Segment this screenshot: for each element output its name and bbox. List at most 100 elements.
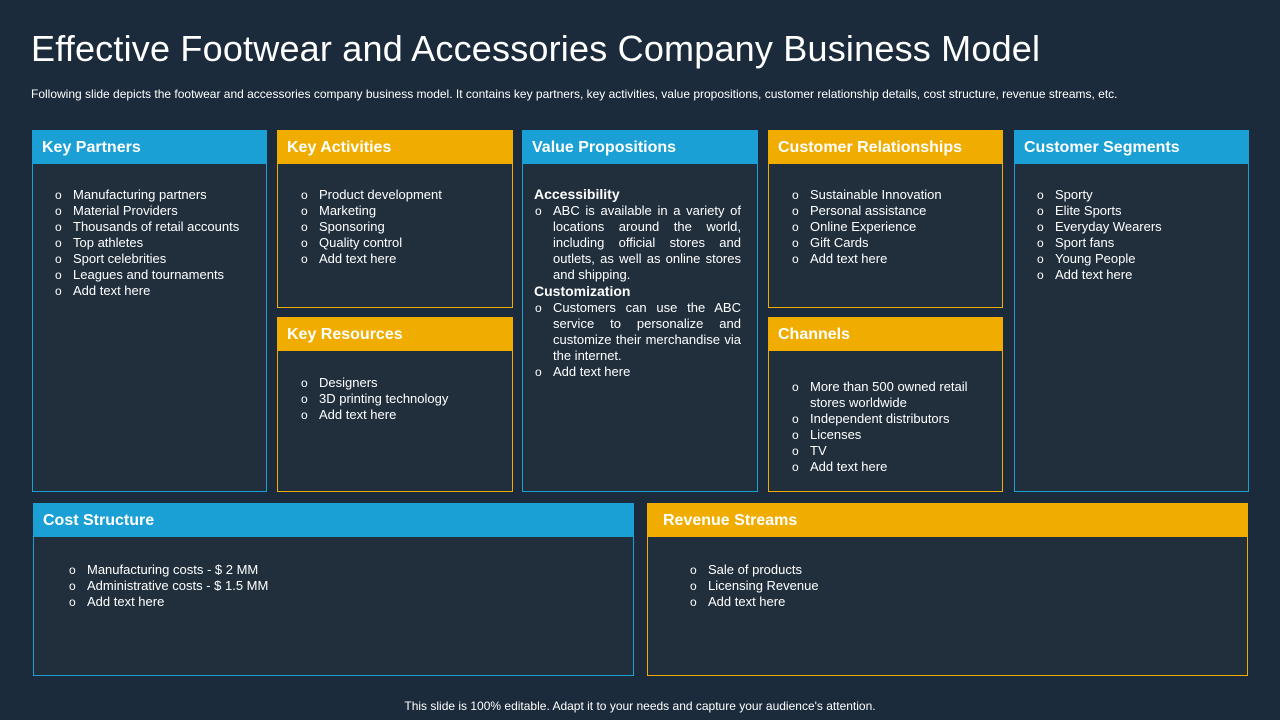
card-header: Customer Segments bbox=[1015, 131, 1248, 164]
list-item-text: Thousands of retail accounts bbox=[73, 219, 240, 234]
footer-note: This slide is 100% editable. Adapt it to… bbox=[404, 699, 876, 713]
list-item: o 3D printing technology bbox=[301, 391, 500, 407]
bullet-marker: o bbox=[690, 563, 697, 577]
page-title: Effective Footwear and Accessories Compa… bbox=[31, 28, 1041, 69]
card-header: Key Activities bbox=[278, 131, 512, 164]
bullet-marker: o bbox=[690, 579, 697, 593]
list-item-text: ABC is available in a variety of locatio… bbox=[553, 203, 741, 282]
list-item: o Sport celebrities bbox=[55, 251, 254, 267]
list-item-text: Sport celebrities bbox=[73, 251, 167, 266]
customization-list: o Customers can use the ABC service to pe… bbox=[535, 300, 741, 380]
list-item-text: Licensing Revenue bbox=[708, 578, 819, 593]
card-header: Channels bbox=[769, 318, 1002, 351]
list-item-text: More than 500 owned retail stores worldw… bbox=[810, 379, 968, 410]
list-item-text: Administrative costs - $ 1.5 MM bbox=[87, 578, 269, 593]
bullet-marker: o bbox=[1037, 188, 1044, 202]
list-item: o Sustainable Innovation bbox=[792, 187, 990, 203]
bullet-marker: o bbox=[792, 188, 799, 202]
page-subtitle: Following slide depicts the footwear and… bbox=[31, 87, 1118, 101]
bullet-marker: o bbox=[69, 579, 76, 593]
card-header: Customer Relationships bbox=[769, 131, 1002, 164]
bullet-marker: o bbox=[792, 428, 799, 442]
list-item-text: Sustainable Innovation bbox=[810, 187, 942, 202]
bullet-marker: o bbox=[55, 236, 62, 250]
bullet-marker: o bbox=[792, 220, 799, 234]
customization-heading: Customization bbox=[534, 283, 631, 299]
bullet-marker: o bbox=[55, 204, 62, 218]
card-header: Key Resources bbox=[278, 318, 512, 351]
list-item: o Elite Sports bbox=[1037, 203, 1236, 219]
list-item-text: Everyday Wearers bbox=[1055, 219, 1162, 234]
list-item: o Gift Cards bbox=[792, 235, 990, 251]
list-item-text: Independent distributors bbox=[810, 411, 950, 426]
list-item-text: Add text here bbox=[553, 364, 631, 379]
list-item-text: Product development bbox=[319, 187, 442, 202]
bullet-marker: o bbox=[55, 188, 62, 202]
bullet-marker: o bbox=[535, 204, 542, 218]
list-item-text: Customers can use the ABC service to per… bbox=[553, 300, 741, 363]
list-item-text: 3D printing technology bbox=[319, 391, 449, 406]
list-item: o Young People bbox=[1037, 251, 1236, 267]
list-item: o ABC is available in a variety of locati… bbox=[535, 203, 741, 283]
bullet-marker: o bbox=[792, 412, 799, 426]
list-item: o Online Experience bbox=[792, 219, 990, 235]
list-item-text: Add text here bbox=[319, 251, 397, 266]
bullet-marker: o bbox=[301, 376, 308, 390]
bullet-marker: o bbox=[792, 460, 799, 474]
list-item-text: Gift Cards bbox=[810, 235, 869, 250]
bullet-marker: o bbox=[55, 268, 62, 282]
list-item-text: Sporty bbox=[1055, 187, 1093, 202]
list-item-text: TV bbox=[810, 443, 827, 458]
bullet-marker: o bbox=[535, 365, 542, 379]
bullet-marker: o bbox=[69, 595, 76, 609]
accessibility-list: o ABC is available in a variety of locati… bbox=[535, 203, 741, 283]
list-item: o Independent distributors bbox=[792, 411, 972, 427]
list-item: o Add text here bbox=[535, 364, 741, 380]
list-item-text: Online Experience bbox=[810, 219, 917, 234]
bullet-marker: o bbox=[1037, 252, 1044, 266]
list-item: o Manufacturing partners bbox=[55, 187, 254, 203]
bullet-marker: o bbox=[1037, 204, 1044, 218]
bullet-marker: o bbox=[55, 220, 62, 234]
list-item-text: Manufacturing costs - $ 2 MM bbox=[87, 562, 259, 577]
list-item-text: Add text here bbox=[810, 251, 888, 266]
bullet-marker: o bbox=[55, 284, 62, 298]
card-header: Revenue Streams bbox=[648, 504, 1247, 537]
bullet-marker: o bbox=[55, 252, 62, 266]
list-item-text: Manufacturing partners bbox=[73, 187, 207, 202]
list-item-text: Elite Sports bbox=[1055, 203, 1122, 218]
bullet-marker: o bbox=[1037, 268, 1044, 282]
card-header: Cost Structure bbox=[34, 504, 633, 537]
bullet-marker: o bbox=[792, 236, 799, 250]
bullet-marker: o bbox=[301, 392, 308, 406]
bullet-marker: o bbox=[301, 236, 308, 250]
list-item-text: Young People bbox=[1055, 251, 1136, 266]
list-item: o Licensing Revenue bbox=[690, 578, 1235, 594]
